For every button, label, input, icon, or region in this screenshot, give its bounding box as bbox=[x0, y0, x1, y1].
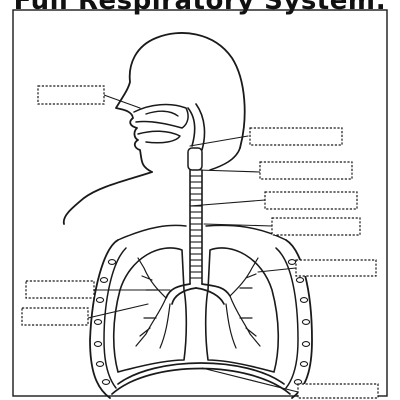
label-box-9[interactable] bbox=[297, 383, 379, 399]
oral-cavity bbox=[137, 130, 181, 144]
shoulder-line bbox=[117, 224, 287, 241]
page-border bbox=[12, 9, 388, 397]
rib-dot bbox=[295, 277, 305, 283]
rib-dot bbox=[93, 341, 103, 347]
leader-line-9 bbox=[201, 367, 299, 393]
worksheet-title: Full Respiratory System: bbox=[13, 0, 387, 16]
right-bronchus bbox=[195, 283, 231, 305]
rib-dot bbox=[101, 379, 111, 385]
label-box-4[interactable] bbox=[264, 191, 358, 210]
chest-wall-inner bbox=[103, 247, 299, 389]
label-box-3[interactable] bbox=[259, 161, 353, 180]
pharynx bbox=[187, 107, 196, 147]
leader-line-2 bbox=[189, 135, 249, 147]
nasal-turbinate bbox=[145, 110, 179, 117]
chest-wall-outer bbox=[89, 239, 313, 399]
left-bronchus bbox=[165, 283, 197, 305]
leader-line-4 bbox=[189, 199, 266, 207]
leader-lines bbox=[87, 94, 299, 393]
nasal-cavity bbox=[133, 103, 189, 129]
leader-line-6 bbox=[257, 267, 297, 273]
rib-dot bbox=[287, 259, 297, 265]
rib-dot bbox=[299, 297, 309, 303]
label-box-6[interactable] bbox=[295, 259, 377, 277]
diaphragm bbox=[111, 362, 291, 395]
leader-line-5 bbox=[203, 223, 273, 227]
pharynx-back bbox=[195, 103, 206, 151]
rib-dot bbox=[95, 297, 105, 303]
neck-outline bbox=[62, 171, 153, 225]
rib-dot bbox=[301, 319, 311, 325]
larynx bbox=[187, 147, 203, 171]
rib-dot bbox=[95, 361, 105, 367]
rib-dot bbox=[93, 319, 103, 325]
rib-cross-sections bbox=[93, 259, 311, 385]
label-boxes bbox=[21, 85, 379, 399]
label-box-1[interactable] bbox=[37, 85, 105, 105]
right-lung bbox=[204, 247, 280, 373]
rib-dot bbox=[107, 259, 117, 265]
right-bronchial-tree bbox=[225, 257, 261, 349]
label-box-7[interactable] bbox=[25, 280, 95, 299]
leader-line-3 bbox=[197, 169, 261, 173]
trachea bbox=[189, 169, 203, 285]
label-box-8[interactable] bbox=[21, 307, 89, 326]
left-lung bbox=[112, 247, 188, 373]
rib-dot bbox=[299, 361, 309, 367]
back-of-neck bbox=[209, 147, 241, 171]
head-outline bbox=[115, 32, 246, 173]
label-box-5[interactable] bbox=[271, 217, 361, 236]
leader-line-1 bbox=[103, 94, 141, 109]
rib-dot bbox=[99, 277, 109, 283]
leader-line-8 bbox=[87, 303, 149, 319]
rib-dot bbox=[301, 341, 311, 347]
label-box-2[interactable] bbox=[249, 127, 343, 146]
left-bronchial-tree bbox=[135, 257, 171, 349]
